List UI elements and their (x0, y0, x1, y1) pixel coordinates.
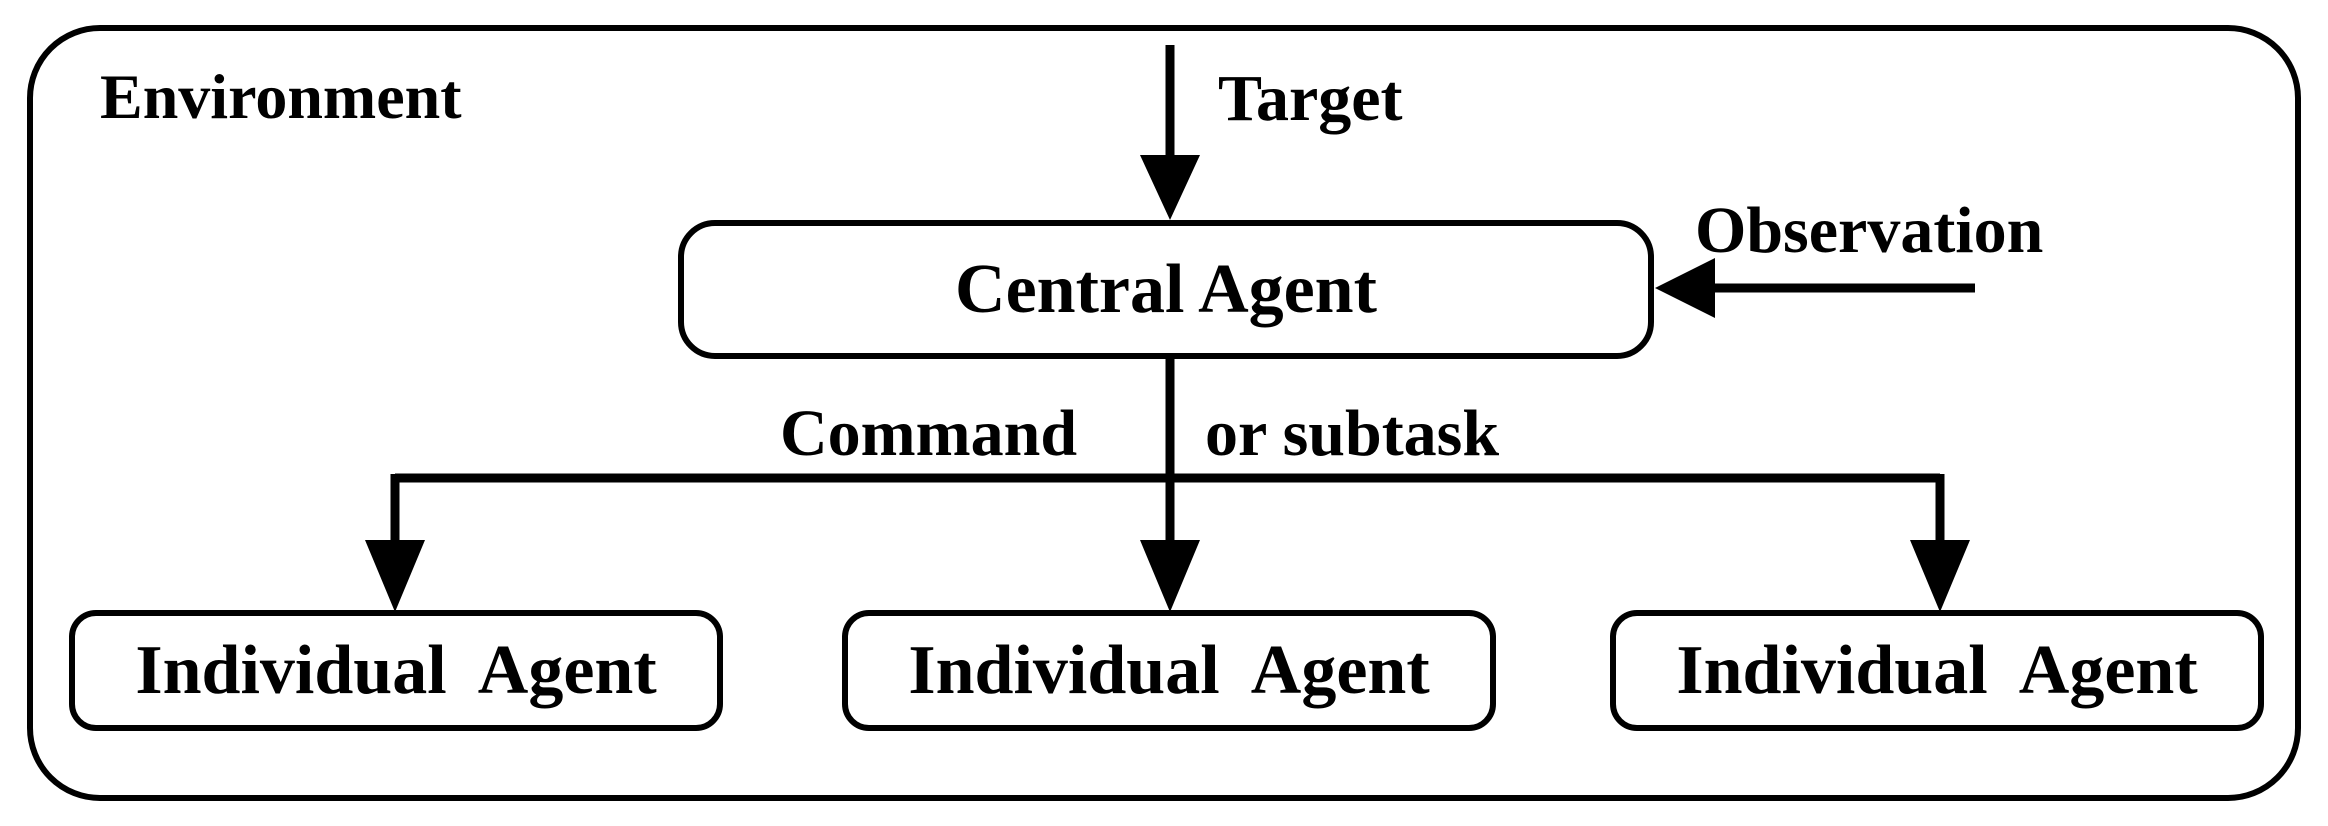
individual-agent-label: Individual Agent (908, 632, 1429, 709)
target-arrow (1140, 45, 1200, 220)
target-label: Target (1218, 62, 1403, 135)
environment-frame (27, 25, 2301, 801)
individual-agent-node-3: Individual Agent (1610, 610, 2264, 731)
central-agent-label: Central Agent (955, 251, 1377, 328)
command-label: Command (780, 397, 1077, 470)
observation-arrow (1655, 258, 1975, 318)
central-agent-node: Central Agent (678, 220, 1654, 359)
arrowhead-agent-2 (1140, 540, 1200, 612)
individual-agent-node-1: Individual Agent (69, 610, 723, 731)
arrowhead-agent-1 (365, 540, 425, 612)
individual-agent-label: Individual Agent (1676, 632, 2197, 709)
command-distribution (365, 356, 1970, 612)
individual-agent-label: Individual Agent (135, 632, 656, 709)
subtask-label: or subtask (1205, 397, 1499, 470)
arrowhead-agent-3 (1910, 540, 1970, 612)
environment-label: Environment (100, 61, 462, 132)
observation-label: Observation (1695, 194, 2043, 267)
individual-agent-node-2: Individual Agent (842, 610, 1496, 731)
